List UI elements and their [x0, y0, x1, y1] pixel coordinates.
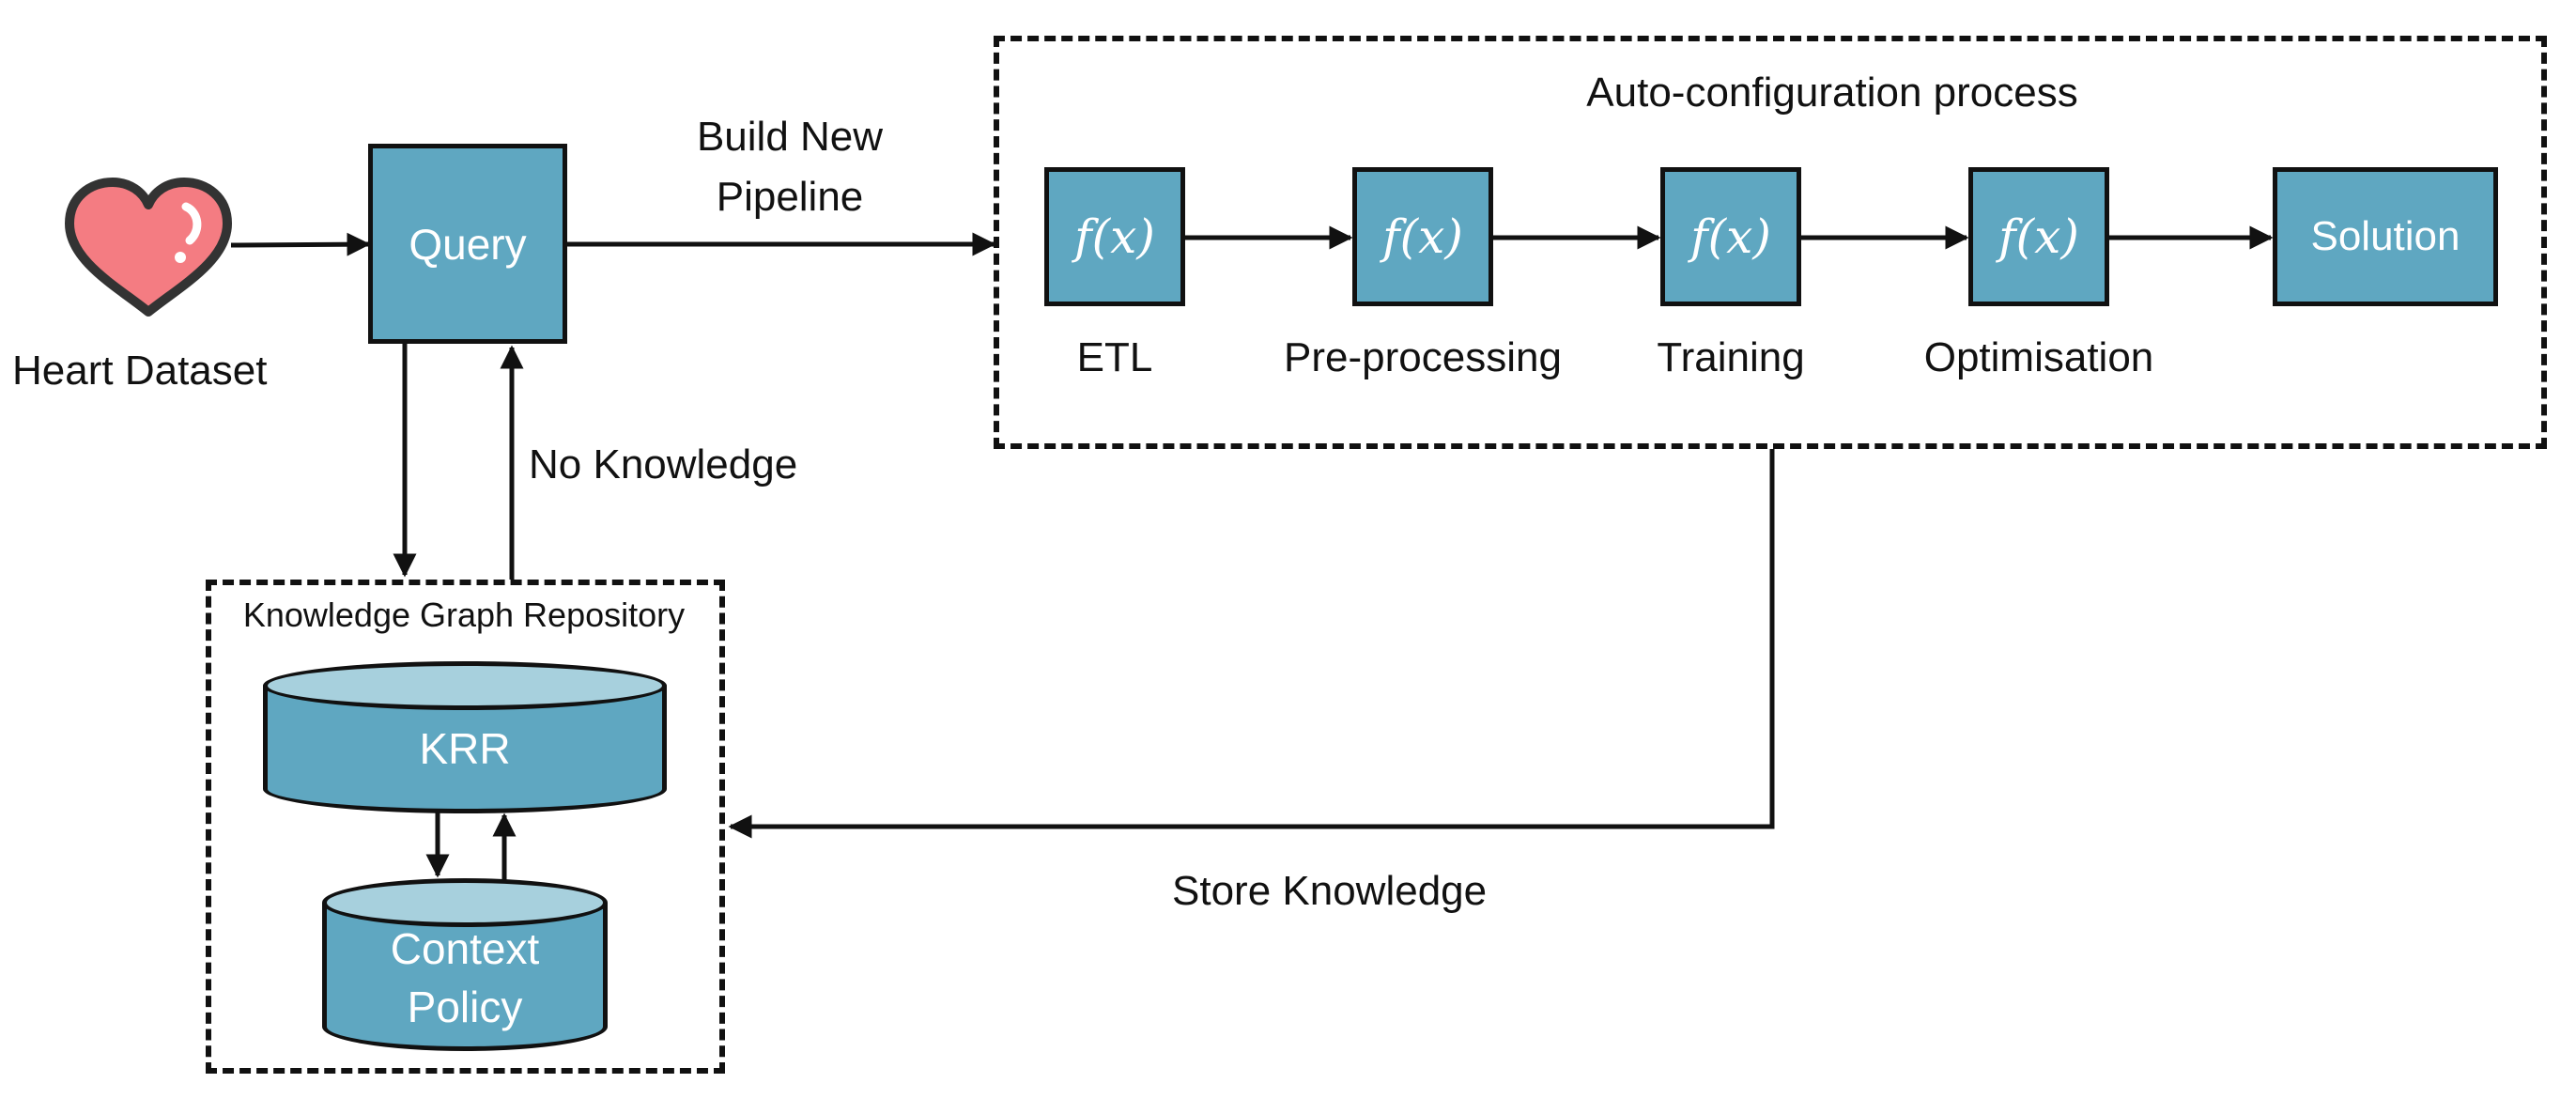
- step-training-label: Training: [1657, 334, 1805, 380]
- query-node[interactable]: Query: [368, 144, 567, 344]
- no-knowledge-label: No Knowledge: [529, 441, 798, 487]
- solution-label: Solution: [2310, 213, 2460, 259]
- step-preprocessing-node[interactable]: f(x): [1352, 167, 1493, 306]
- heart-icon: [65, 178, 232, 317]
- context-label: Context: [390, 924, 540, 973]
- policy-label: Policy: [407, 982, 523, 1031]
- step-etl-node[interactable]: f(x): [1044, 167, 1185, 306]
- step-preprocessing-label: Pre-processing: [1284, 334, 1562, 380]
- auto-config-title: Auto-configuration process: [1586, 70, 2078, 116]
- step-optimisation-label: Optimisation: [1923, 334, 2154, 380]
- function-symbol: f(x): [1998, 209, 2079, 264]
- function-symbol: f(x): [1074, 209, 1155, 264]
- step-optimisation-node[interactable]: f(x): [1968, 167, 2109, 306]
- function-symbol: f(x): [1690, 209, 1771, 264]
- context-policy-database[interactable]: Context Policy: [322, 878, 608, 1051]
- arrow-store-knowledge: [728, 449, 1775, 839]
- dataset-label: Heart Dataset: [12, 348, 268, 394]
- solution-node[interactable]: Solution: [2273, 167, 2498, 306]
- build-pipeline-label: Build New Pipeline: [696, 114, 884, 220]
- query-label: Query: [409, 219, 527, 269]
- store-knowledge-label: Store Knowledge: [1172, 868, 1488, 914]
- repository-container: [206, 580, 725, 1074]
- krr-database[interactable]: KRR: [263, 661, 667, 813]
- step-training-node[interactable]: f(x): [1660, 167, 1801, 306]
- auto-config-container: [994, 36, 2547, 449]
- krr-label: KRR: [419, 724, 511, 773]
- repository-title: Knowledge Graph Repository: [242, 596, 686, 634]
- function-symbol: f(x): [1382, 209, 1463, 264]
- arrow-dataset-to-query: [230, 232, 371, 256]
- step-etl-label: ETL: [1076, 334, 1153, 380]
